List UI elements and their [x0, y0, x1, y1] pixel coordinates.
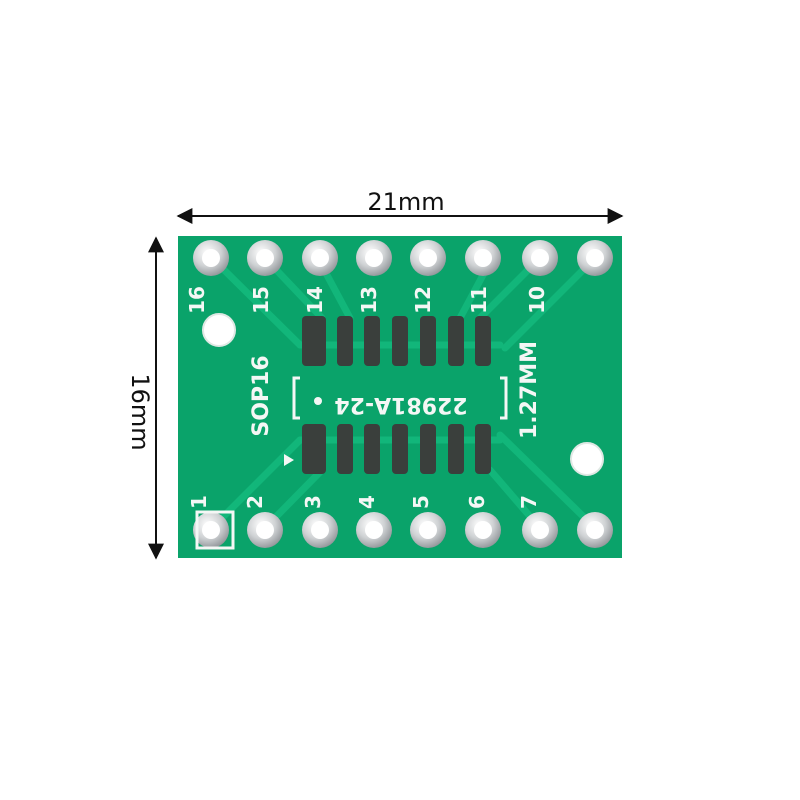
pin-number-6: 6 [465, 495, 489, 509]
bottom-pin-numbers: 1 2 3 4 5 6 7 [187, 495, 541, 509]
package-label: SOP16 [249, 355, 274, 436]
through-hole-top-5 [410, 240, 446, 276]
smd-pad-top-8 [302, 316, 318, 366]
smd-pad-top-3 [364, 316, 380, 366]
through-hole-top-1 [193, 240, 229, 276]
pcb-substrate [178, 236, 622, 558]
top-pin-numbers: 16 15 14 13 12 11 10 [185, 286, 549, 314]
through-hole-bottom-6 [465, 512, 501, 548]
through-hole-bottom-4 [356, 512, 392, 548]
through-hole-top-3 [302, 240, 338, 276]
pin-number-14: 14 [303, 286, 327, 314]
smd-pad-bottom-8 [302, 424, 318, 474]
width-dimension-label: 21mm [367, 188, 444, 216]
through-holes-bottom-row [193, 512, 613, 548]
through-hole-top-4 [356, 240, 392, 276]
smd-pad-bottom-5 [420, 424, 436, 474]
through-hole-top-6 [465, 240, 501, 276]
smd-pad-bottom-7 [475, 424, 491, 474]
smd-pad-bottom-3 [364, 424, 380, 474]
through-hole-bottom-3 [302, 512, 338, 548]
part-number-label: 22981A-24 [334, 392, 467, 417]
height-dimension: 16mm [126, 236, 164, 560]
pin-number-7: 7 [517, 495, 541, 509]
smd-pads-bottom-row [302, 424, 491, 474]
through-hole-top-2 [247, 240, 283, 276]
smd-pad-bottom-2 [337, 424, 353, 474]
pin-number-13: 13 [357, 286, 381, 314]
through-hole-bottom-7 [522, 512, 558, 548]
pin1-dot [314, 397, 322, 405]
pin-number-15: 15 [249, 286, 273, 314]
through-hole-bottom-2 [247, 512, 283, 548]
through-hole-bottom-1 [193, 512, 229, 548]
pin-number-11: 11 [467, 286, 491, 314]
pin1-triangle-marker [284, 454, 294, 466]
smd-pads-top-row [302, 316, 491, 366]
pin-number-3: 3 [301, 495, 325, 509]
smd-pad-top-2 [337, 316, 353, 366]
pin-number-5: 5 [409, 495, 433, 509]
smd-pad-top-6 [448, 316, 464, 366]
through-hole-top-7 [522, 240, 558, 276]
pin1-square-pad [195, 510, 235, 550]
smd-pad-top-5 [420, 316, 436, 366]
smd-pad-bottom-4 [392, 424, 408, 474]
pin-number-4: 4 [355, 495, 379, 509]
pitch-label: 1.27MM [517, 341, 542, 439]
smd-pad-bottom-6 [448, 424, 464, 474]
through-hole-bottom-8 [577, 512, 613, 548]
pin-number-10: 10 [525, 286, 549, 314]
through-holes-top-row [193, 240, 613, 276]
smd-pad-top-4 [392, 316, 408, 366]
through-hole-top-8 [577, 240, 613, 276]
ic-outline [292, 376, 508, 420]
pin-number-2: 2 [243, 495, 267, 509]
through-hole-bottom-5 [410, 512, 446, 548]
pin-number-1: 1 [187, 495, 211, 509]
pin-number-16: 16 [185, 286, 209, 314]
height-dimension-label: 16mm [126, 373, 154, 450]
pin-number-12: 12 [411, 286, 435, 314]
smd-pad-top-7 [475, 316, 491, 366]
mounting-hole-bottom-right [570, 442, 604, 476]
mounting-hole-top-left [202, 313, 236, 347]
width-dimension: 21mm [176, 188, 624, 224]
